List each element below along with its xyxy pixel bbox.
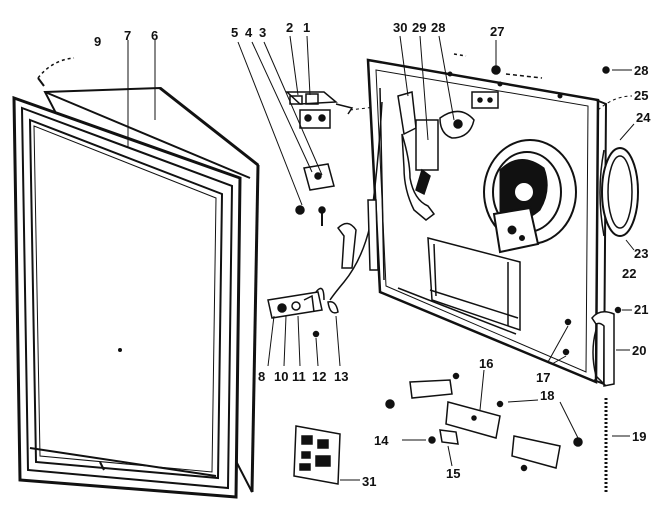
callout-label: 2 (286, 20, 293, 35)
control-board (293, 425, 360, 485)
callout-label: 10 (274, 369, 288, 384)
callout-label: 25 (634, 88, 648, 103)
callout-label: 19 (632, 429, 646, 444)
callout-label: 3 (259, 25, 266, 40)
callout-label: 23 (634, 246, 648, 261)
callout-label: 13 (334, 369, 348, 384)
door-frame-assembly (12, 57, 260, 499)
callout-label: 18 (540, 388, 554, 403)
lower-brackets (385, 369, 583, 472)
side-hardware (547, 66, 635, 494)
callout-label: 21 (634, 302, 648, 317)
callout-label: 30 (393, 20, 407, 35)
lower-tray (427, 237, 521, 332)
fan-motor-assembly (483, 139, 639, 254)
callout-label: 12 (312, 369, 326, 384)
wire-harness (329, 101, 383, 301)
door-leaders (127, 40, 156, 148)
callout-label: 22 (622, 266, 636, 281)
callout-label: 4 (245, 25, 253, 40)
callout-label: 14 (374, 433, 389, 448)
callout-label: 1 (303, 20, 310, 35)
callout-label: 24 (636, 110, 651, 125)
switch-bracket (267, 287, 341, 367)
callout-label: 28 (634, 63, 648, 78)
callout-label: 5 (231, 25, 238, 40)
callout-label: 17 (536, 370, 550, 385)
callout-label: 9 (94, 34, 101, 49)
callout-label: 27 (490, 24, 504, 39)
callout-labels: 9 7 6 5 4 3 2 1 30 29 28 27 28 25 24 23 … (94, 20, 651, 489)
callout-label: 7 (124, 28, 131, 43)
thermostat-assembly (397, 35, 543, 221)
callout-label: 6 (151, 28, 158, 43)
callout-label: 8 (258, 369, 265, 384)
callout-label: 31 (362, 474, 376, 489)
callout-label: 28 (431, 20, 445, 35)
hinge-brackets (237, 35, 401, 226)
callout-label: 15 (446, 466, 460, 481)
callout-label: 11 (292, 369, 306, 384)
callout-label: 29 (412, 20, 426, 35)
callout-label: 20 (632, 343, 646, 358)
callout-label: 16 (479, 356, 493, 371)
